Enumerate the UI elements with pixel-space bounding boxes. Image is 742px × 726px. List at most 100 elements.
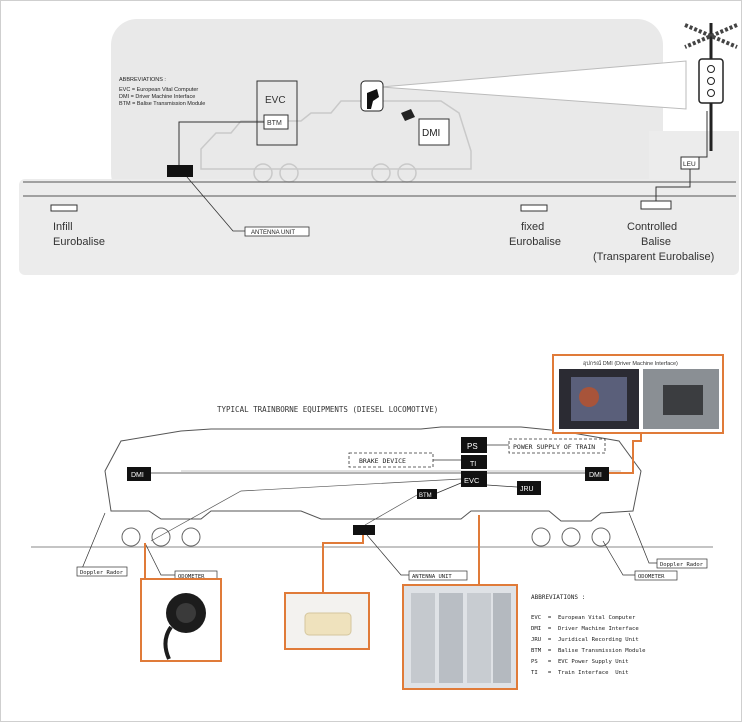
top-abbrev-line-1: EVC = European Vital Computer <box>119 87 198 93</box>
photo-evc-rack-2 <box>439 593 463 683</box>
top-fixed-balise <box>520 204 548 212</box>
bottom-abbrev-line-5: PS = EVC Power Supply Unit <box>531 659 629 665</box>
bottom-abbrev-line-6: TI = Train Interface Unit <box>531 670 629 676</box>
top-leu-cable <box>699 111 708 158</box>
top-evc-label: EVC <box>265 95 286 106</box>
top-controlled-label-1: Controlled <box>627 221 677 233</box>
bottom-odometer-left-leader <box>144 542 175 576</box>
bottom-antenna-label-box <box>408 570 468 581</box>
bottom-abbrev-title: ABBREVIATIONS : <box>531 594 585 601</box>
bottom-odometer-right-box <box>634 570 678 581</box>
photo-evc-rack-3 <box>467 593 491 683</box>
callout-antenna-line <box>322 535 364 593</box>
bottom-cable-to-antenna <box>364 494 418 526</box>
top-controlled-label-3: (Transparent Eurobalise) <box>593 251 714 263</box>
bottom-dmi-right-box <box>585 467 609 481</box>
bottom-diagram: TYPICAL TRAINBORNE EQUIPMENTS (DIESEL LO… <box>31 354 724 690</box>
photo-odometer-cable <box>163 625 173 660</box>
photo-evc-rack-4 <box>493 593 511 683</box>
top-leu-label: LEU <box>683 161 696 168</box>
top-controlled-label-2: Balise <box>641 236 671 248</box>
bottom-antenna-label: ANTENNA UNIT <box>412 574 452 580</box>
top-dmi-label: DMI <box>422 128 440 139</box>
photo-dmi-cab-device <box>663 385 703 415</box>
bottom-btm-label: BTM <box>419 493 432 499</box>
top-antenna-unit <box>167 165 193 177</box>
top-btm-label: BTM <box>267 120 282 127</box>
bottom-odometer-right-leader <box>602 540 635 576</box>
top-sight-beam <box>380 60 687 110</box>
bottom-evc-label: EVC <box>464 476 480 485</box>
bottom-jru-box <box>517 481 541 495</box>
bottom-doppler-left-box <box>76 566 128 577</box>
bottom-wheel-2 <box>151 527 171 547</box>
bottom-doppler-right-leader <box>628 512 657 564</box>
bottom-doppler-left-leader <box>77 512 106 572</box>
bottom-abbrev-line-4: BTM = Balise Transmission Module <box>531 648 646 654</box>
top-infill-label-2: Eurobalise <box>53 236 105 248</box>
photo-dmi-gauge <box>579 387 599 407</box>
top-infill-balise <box>50 204 78 212</box>
bottom-power-label: POWER SUPPLY OF TRAIN <box>513 443 595 451</box>
top-track-panel <box>19 179 739 275</box>
bottom-doppler-right-label: Doppler Rador <box>660 562 704 568</box>
photo-dmi-caption: อุปกรณ์ DMI (Driver Machine Interface) <box>583 360 678 367</box>
bottom-abbrev-line-2: DMI = Driver Machine Interface <box>531 626 639 632</box>
bottom-antenna-leader <box>366 534 409 576</box>
top-locomotive-outline <box>200 100 472 170</box>
top-controlled-balise <box>640 200 672 210</box>
top-abbrev-title: ABBREVIATIONS : <box>119 77 166 83</box>
photo-odometer-highlight <box>176 603 196 623</box>
photo-evc-rack-1 <box>411 593 435 683</box>
top-btm-cable <box>178 121 264 165</box>
bottom-title: TYPICAL TRAINBORNE EQUIPMENTS (DIESEL LO… <box>217 405 438 414</box>
top-abbrev-line-2: DMI = Driver Machine Interface <box>119 94 195 100</box>
bottom-jru-label: JRU <box>520 486 534 493</box>
top-leu-to-balise <box>655 169 691 201</box>
top-driver-icon <box>367 89 379 109</box>
bottom-dmi-right-label: DMI <box>589 472 602 479</box>
top-antenna-label: ANTENNA UNIT <box>251 230 295 236</box>
callout-dmi-line <box>609 433 642 474</box>
bottom-btm-link <box>436 482 462 494</box>
bottom-ti-label: TI <box>470 461 476 468</box>
bottom-dmi-left-label: DMI <box>131 472 144 479</box>
bottom-odometer-right-label: ODOMETER <box>638 574 665 580</box>
bottom-wheel-1 <box>121 527 141 547</box>
bottom-btm-box <box>417 489 437 499</box>
bottom-wheel-3 <box>181 527 201 547</box>
bottom-odometer-left-label: ODOMETER <box>178 574 205 580</box>
bottom-ps-box <box>461 437 487 453</box>
bottom-abbrev-line-1: EVC = European Vital Computer <box>531 615 636 621</box>
bottom-cable-to-odometer <box>150 478 462 542</box>
bottom-antenna-unit <box>353 525 375 535</box>
bottom-doppler-left-label: Doppler Rador <box>80 570 124 576</box>
top-dmi-box <box>418 118 450 146</box>
bottom-wheel-5 <box>561 527 581 547</box>
bottom-wheel-4 <box>531 527 551 547</box>
bottom-doppler-right-box <box>656 558 708 569</box>
bottom-brake-label: BRAKE DEVICE <box>359 457 406 465</box>
bottom-power-box <box>508 438 606 454</box>
bottom-ti-box <box>461 455 487 469</box>
bottom-abbrev-line-3: JRU = Juridical Recording Unit <box>531 637 639 643</box>
bottom-jru-link <box>486 484 518 488</box>
bottom-dmi-left-box <box>127 467 151 481</box>
top-infill-label-1: Infill <box>53 221 73 233</box>
top-driver-hand-icon <box>401 109 415 121</box>
top-diagram: ABBREVIATIONS : EVC = European Vital Com… <box>19 19 739 275</box>
top-fixed-label-1: fixed <box>521 221 544 233</box>
bottom-locomotive-outline <box>104 426 642 522</box>
top-evc-box <box>256 80 298 146</box>
top-antenna-label-box <box>244 226 310 237</box>
top-antenna-leader <box>186 176 245 232</box>
signal-icon <box>684 23 738 151</box>
top-cab-panel <box>111 19 663 199</box>
bottom-wheel-6 <box>591 527 611 547</box>
bottom-ps-label: PS <box>467 442 478 451</box>
bottom-evc-box <box>461 471 487 487</box>
top-abbrev-line-3: BTM = Balise Transmission Module <box>119 101 205 107</box>
photo-antenna-device <box>304 612 352 636</box>
top-fixed-label-2: Eurobalise <box>509 236 561 248</box>
